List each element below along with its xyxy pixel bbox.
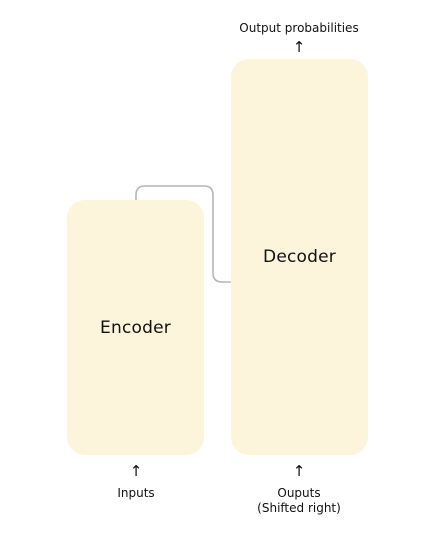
outputs-arrow-up-icon: ↑ <box>292 462 306 480</box>
output-arrow-up-icon: ↑ <box>292 38 306 56</box>
inputs-arrow-up-icon: ↑ <box>129 462 143 480</box>
outputs-label-line2: (Shifted right) <box>257 501 341 515</box>
decoder-block: Decoder <box>231 59 368 455</box>
inputs-label: Inputs <box>117 486 155 500</box>
encoder-block: Encoder <box>67 200 204 455</box>
outputs-label: Ouputs (Shifted right) <box>257 486 341 516</box>
encoder-label: Encoder <box>100 317 171 338</box>
output-probabilities-label: Output probabilities <box>239 21 359 35</box>
decoder-label: Decoder <box>263 247 336 267</box>
outputs-label-line1: Ouputs <box>277 486 321 500</box>
